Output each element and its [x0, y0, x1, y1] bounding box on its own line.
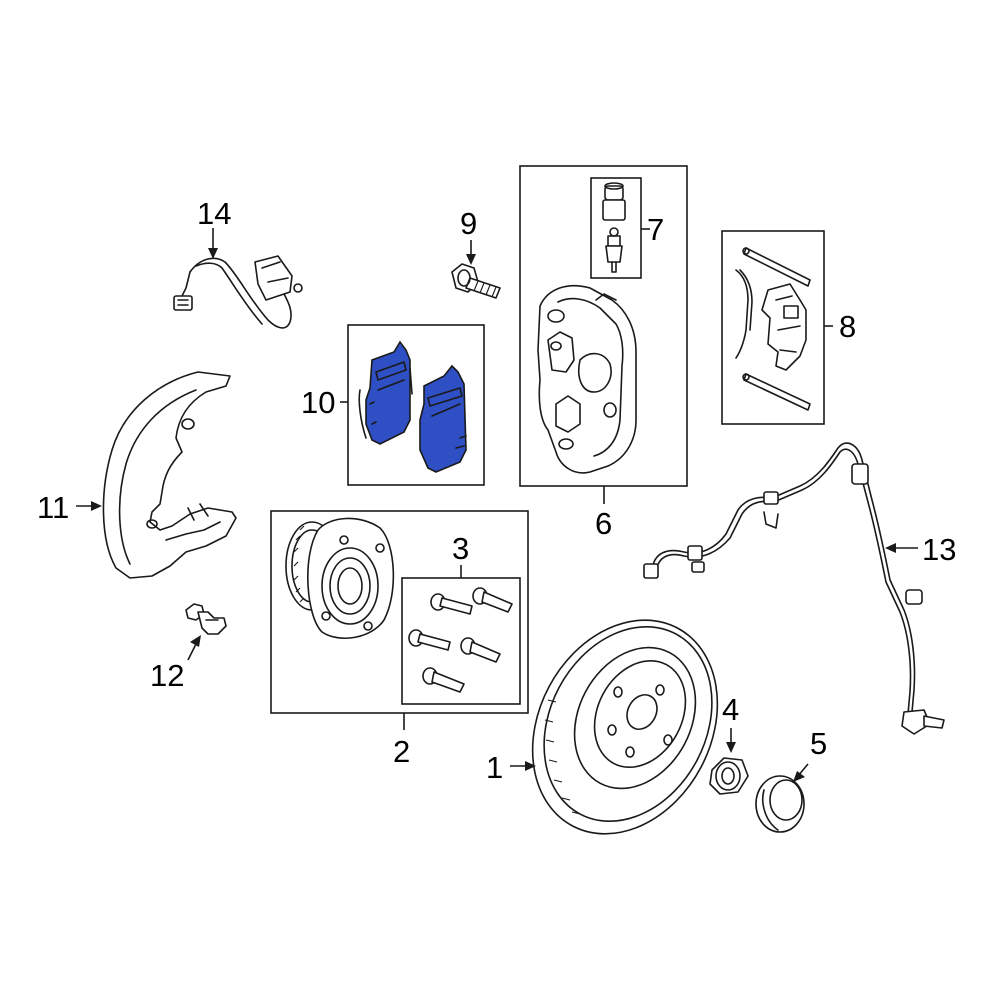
hub-nut-part[interactable] — [709, 757, 749, 795]
callout-13[interactable]: 13 — [922, 532, 957, 567]
brake-pads-part[interactable] — [358, 340, 467, 473]
brake-wear-sensor-part[interactable] — [173, 255, 303, 329]
brake-caliper-part[interactable] — [537, 284, 637, 474]
wheel-hub-part[interactable] — [285, 517, 395, 640]
callout-5[interactable]: 5 — [810, 726, 828, 761]
callout-3[interactable]: 3 — [452, 531, 470, 566]
callout-14[interactable]: 14 — [197, 196, 232, 231]
hardware-kit-part[interactable] — [735, 247, 811, 411]
brake-rotor-part[interactable] — [496, 588, 753, 867]
splash-shield-part[interactable] — [102, 371, 237, 579]
callout-4[interactable]: 4 — [722, 692, 740, 727]
callout-9[interactable]: 9 — [460, 206, 478, 241]
hardware-kit-box — [721, 230, 825, 425]
callout-1[interactable]: 1 — [486, 750, 504, 785]
caliper-bolt-part[interactable] — [451, 263, 501, 299]
abs-sensor-part[interactable] — [643, 442, 945, 735]
brake-pads-box — [347, 324, 485, 486]
brake-pad-outer — [419, 364, 467, 473]
callout-11[interactable]: 11 — [37, 490, 70, 525]
callout-12[interactable]: 12 — [150, 658, 185, 693]
wheel-studs-part[interactable] — [408, 587, 513, 693]
shield-bolt-part[interactable] — [185, 603, 227, 635]
callout-8[interactable]: 8 — [839, 309, 857, 344]
callout-7[interactable]: 7 — [647, 212, 665, 247]
callout-2[interactable]: 2 — [393, 734, 411, 769]
dust-cap-part[interactable] — [755, 775, 805, 833]
hub-assembly-box — [270, 510, 529, 714]
callout-6[interactable]: 6 — [595, 506, 613, 541]
brake-pad-inner — [365, 340, 411, 445]
caliper-pin-box — [590, 177, 642, 279]
callout-10[interactable]: 10 — [301, 385, 336, 420]
caliper-pin-part[interactable] — [602, 182, 626, 273]
